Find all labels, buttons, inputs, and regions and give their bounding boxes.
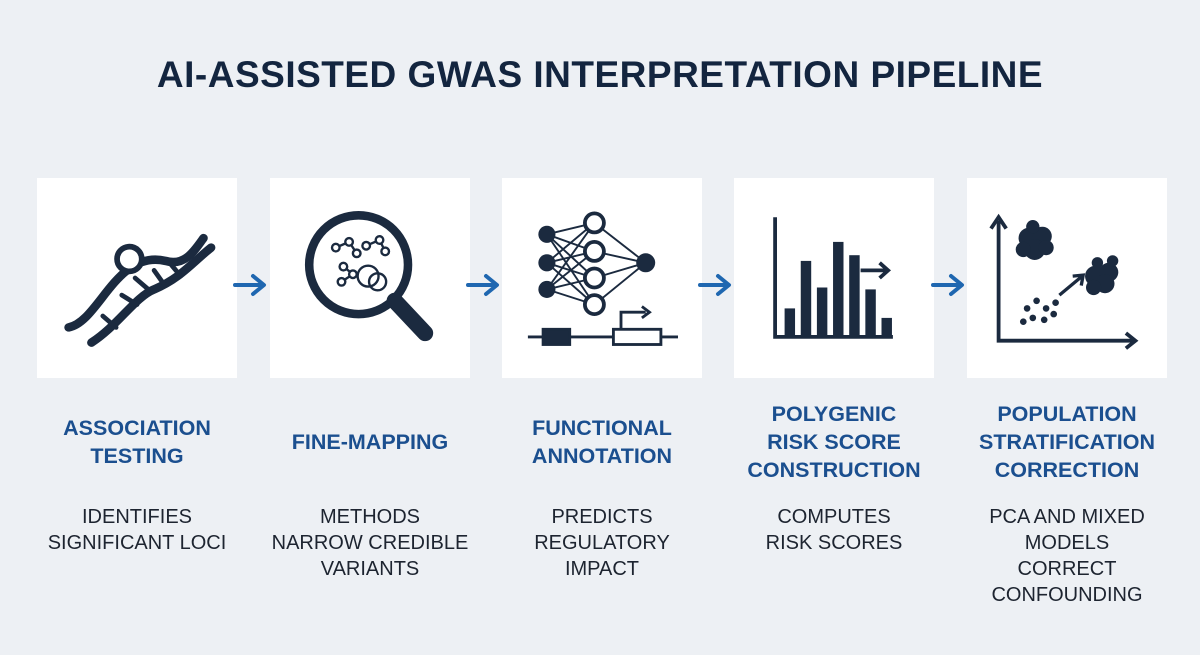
step-description: PCA AND MIXED MODELS CORRECT CONFOUNDING bbox=[989, 506, 1145, 606]
step-heading: FUNCTIONAL ANNOTATION bbox=[531, 416, 673, 468]
step-description: PREDICTS REGULATORY IMPACT bbox=[534, 506, 670, 580]
step-heading: ASSOCIATION TESTING bbox=[63, 416, 211, 468]
neural-network-icon bbox=[527, 211, 678, 346]
step-description: COMPUTES RISK SCORES bbox=[765, 506, 903, 554]
arrow-right-icon bbox=[931, 274, 964, 296]
step-card bbox=[734, 178, 934, 378]
step-description: METHODS NARROW CREDIBLE VARIANTS bbox=[271, 506, 469, 580]
page-title: AI-ASSISTED GWAS INTERPRETATION PIPELINE bbox=[156, 54, 1044, 95]
arrow-right-icon bbox=[233, 274, 266, 296]
step-card bbox=[967, 178, 1167, 378]
step-heading: FINE-MAPPING bbox=[291, 430, 449, 454]
step-association-testing: ASSOCIATION TESTING IDENTIFIES SIGNIFICA… bbox=[37, 178, 237, 556]
step-card bbox=[270, 178, 470, 378]
arrow-right-icon bbox=[698, 274, 731, 296]
scatter-clusters-icon bbox=[989, 213, 1139, 350]
step-functional-annotation: FUNCTIONAL ANNOTATION PREDICTS REGULATOR… bbox=[502, 178, 702, 582]
step-heading: POPULATION STRATIFICATION CORRECTION bbox=[979, 402, 1155, 482]
step-heading: POLYGENIC RISK SCORE CONSTRUCTION bbox=[747, 402, 921, 482]
step-fine-mapping: FINE-MAPPING METHODS NARROW CREDIBLE VAR… bbox=[270, 178, 470, 582]
step-population-stratification: POPULATION STRATIFICATION CORRECTION PCA… bbox=[967, 178, 1167, 608]
arrow-right-icon bbox=[466, 274, 499, 296]
magnifier-icon bbox=[304, 211, 434, 342]
step-description: IDENTIFIES SIGNIFICANT LOCI bbox=[47, 506, 227, 554]
step-card bbox=[37, 178, 237, 378]
step-card bbox=[502, 178, 702, 378]
bar-chart-icon bbox=[773, 217, 893, 339]
dna-helix-icon bbox=[64, 233, 216, 347]
step-polygenic-risk-score: POLYGENIC RISK SCORE CONSTRUCTION COMPUT… bbox=[734, 178, 934, 556]
